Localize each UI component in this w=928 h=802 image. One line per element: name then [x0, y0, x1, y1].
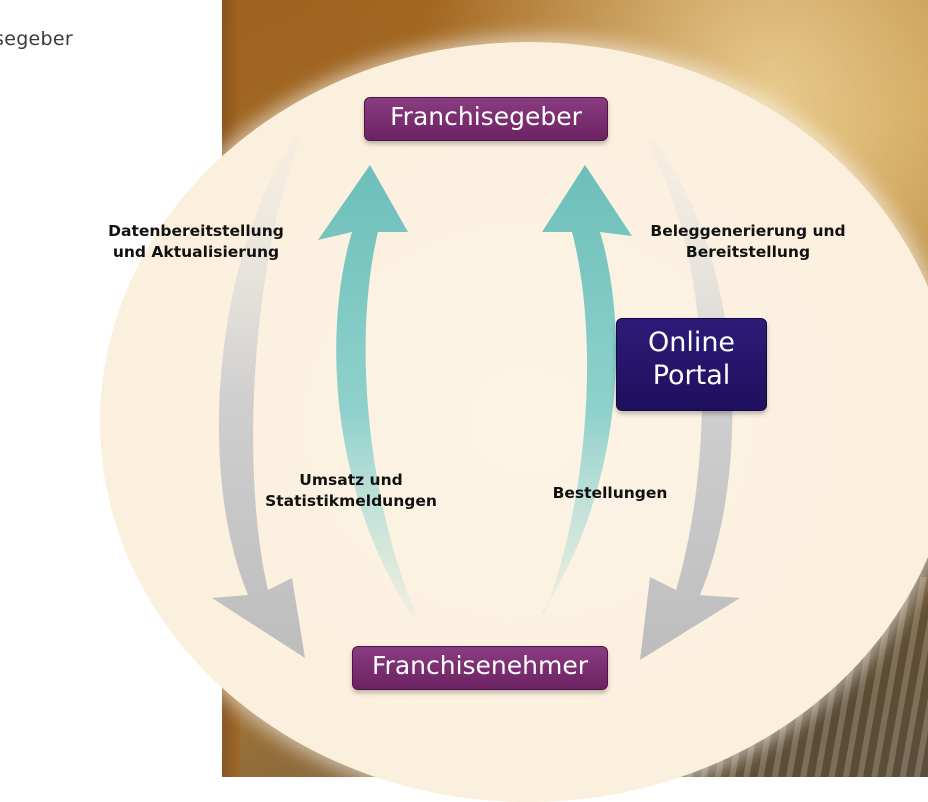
- document-generation-line1: Beleggenerierung und: [650, 222, 846, 240]
- teal-arrow-left: [318, 165, 416, 615]
- sales-reports-line2: Statistikmeldungen: [265, 492, 437, 510]
- portal-label-line1: Online: [647, 327, 736, 358]
- flow-arrows: [212, 138, 740, 660]
- data-provision-line1: Datenbereitstellung: [108, 222, 284, 240]
- document-generation-label: Beleggenerierung und Bereitstellung: [622, 221, 874, 263]
- franchisee-node: Franchisenehmer: [352, 646, 608, 690]
- teal-arrow-right: [540, 165, 632, 615]
- portal-label-line2: Portal: [652, 360, 731, 391]
- grey-arrow-right: [640, 138, 740, 660]
- data-provision-line2: und Aktualisierung: [112, 243, 280, 261]
- document-generation-line2: Bereitstellung: [685, 243, 811, 261]
- data-provision-label: Datenbereitstellung und Aktualisierung: [72, 221, 320, 263]
- sales-reports-line1: Umsatz und: [299, 471, 403, 489]
- online-portal-node: Online Portal: [616, 318, 767, 411]
- cropped-heading-text: segeber: [0, 28, 73, 50]
- sales-reports-label: Umsatz und Statistikmeldungen: [236, 470, 466, 512]
- orders-label: Bestellungen: [552, 484, 668, 502]
- franchisor-node: Franchisegeber: [364, 97, 608, 141]
- grey-arrow-left: [212, 138, 305, 658]
